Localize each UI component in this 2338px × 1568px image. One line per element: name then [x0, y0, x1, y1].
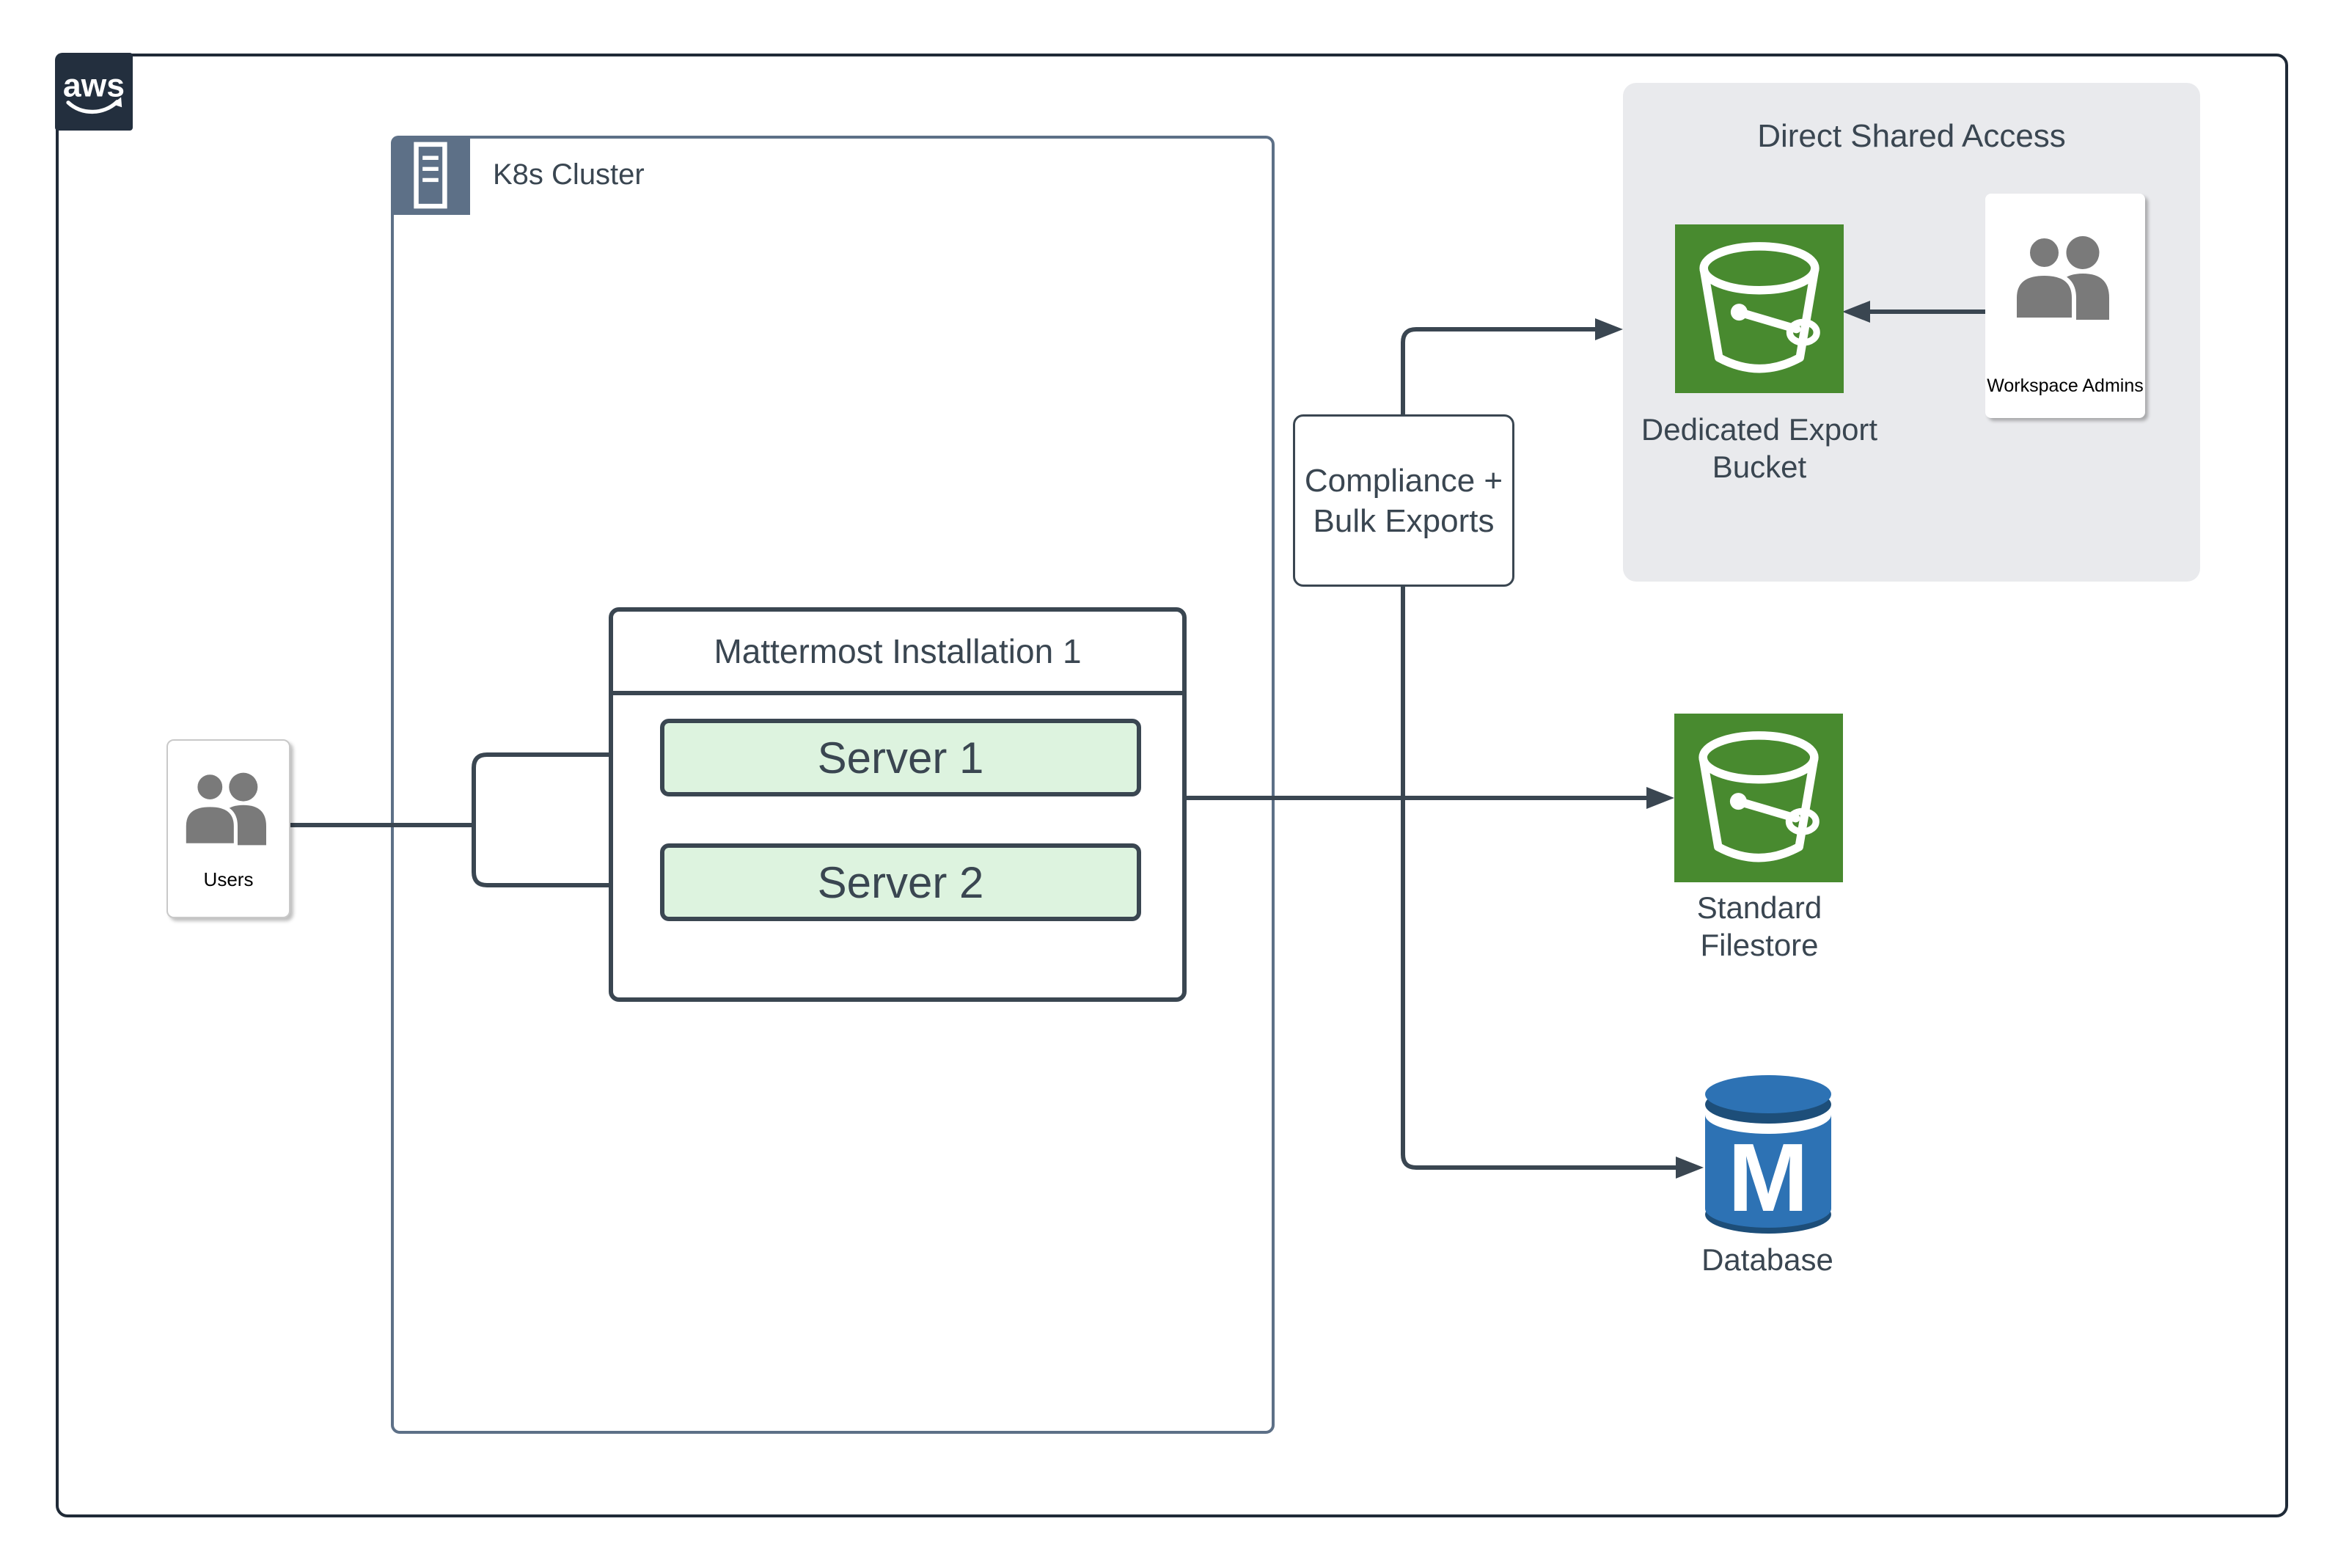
dedicated-export-bucket-node: [1675, 224, 1844, 393]
server-rack-icon: [391, 136, 470, 215]
direct-shared-access-title: Direct Shared Access: [1757, 118, 2066, 154]
users-node: Users: [166, 739, 290, 918]
dedicated-export-bucket-label: Dedicated Export Bucket: [1641, 412, 1878, 485]
s3-bucket-icon: [1699, 242, 1820, 373]
users-icon: [182, 771, 266, 847]
aws-logo-text: aws: [63, 67, 125, 103]
database-label: Database: [1701, 1242, 1833, 1277]
workspace-admins-label: Workspace Admins: [1987, 375, 2144, 396]
mattermost-installation-box: Mattermost Installation 1 Server 1 Serve…: [609, 607, 1187, 1002]
server-2-node: Server 2: [660, 843, 1141, 921]
standard-filestore-label: Standard Filestore: [1696, 890, 1822, 963]
k8s-cluster-label: K8s Cluster: [493, 158, 645, 191]
server-1-node: Server 1: [660, 719, 1141, 796]
compliance-line1: Compliance +: [1304, 462, 1503, 499]
mattermost-installation-title: Mattermost Installation 1: [613, 612, 1182, 695]
compliance-line2: Bulk Exports: [1313, 502, 1495, 539]
database-icon: M: [1704, 1072, 1833, 1239]
aws-logo: aws: [55, 53, 133, 131]
standard-filestore-node: [1674, 714, 1843, 882]
outer-frame: [56, 54, 2288, 1517]
workspace-admins-icon: [2012, 234, 2109, 322]
k8s-cluster-box: [391, 136, 1275, 1434]
workspace-admins-node: Workspace Admins: [1985, 194, 2145, 418]
users-label: Users: [203, 868, 254, 890]
compliance-bulk-exports-node: Compliance + Bulk Exports: [1293, 414, 1514, 587]
database-letter: M: [1728, 1124, 1809, 1231]
s3-bucket-icon: [1698, 731, 1820, 862]
